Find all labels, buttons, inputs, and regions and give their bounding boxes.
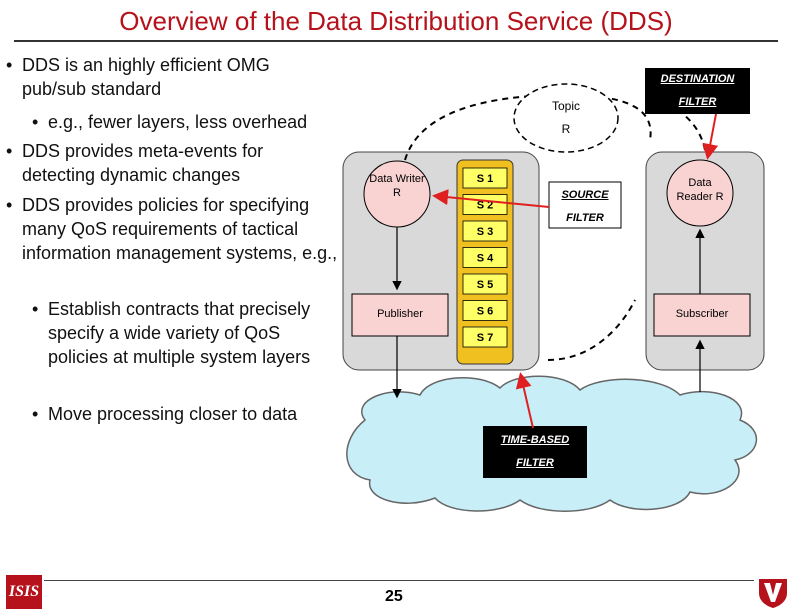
samples-layer: S 1 S 2 S 3 S 4 S 5 S 6 S 7 <box>462 167 508 348</box>
sample-label: S 5 <box>477 279 494 291</box>
destination-filter-line2: FILTER <box>678 96 717 108</box>
sample-label: S 3 <box>477 226 494 238</box>
topic-dashed-arc-bottom <box>547 299 636 361</box>
time-filter-box <box>483 426 587 478</box>
bullet-text: DDS provides policies for specifying man… <box>22 195 338 263</box>
sample-box <box>462 247 508 268</box>
source-filter-box <box>548 181 622 229</box>
sample-label: S 6 <box>477 306 494 318</box>
bullet-text: Move processing closer to data <box>48 404 298 424</box>
source-filter-arrow <box>432 189 550 208</box>
bullet-3: • DDS provides policies for specifying ma… <box>6 193 342 265</box>
destination-filter-box <box>645 68 750 114</box>
data-writer-label: Data Writer R <box>369 173 425 199</box>
publisher-label: Publisher <box>377 308 423 320</box>
bullet-text: DDS provides meta-events for detecting d… <box>22 141 264 185</box>
topic-r-label: R <box>561 122 571 136</box>
sample-label: S 2 <box>477 200 494 212</box>
bullet-text: DDS is an highly efficient OMG pub/sub s… <box>22 55 270 99</box>
data-reader-node <box>666 159 734 227</box>
time-filter-line1: TIME-BASED <box>500 434 570 446</box>
sample-box <box>462 167 508 189</box>
sample-label: S 1 <box>477 173 494 185</box>
bullet-1: • DDS is an highly efficient OMG pub/sub … <box>6 53 332 101</box>
footer-rule <box>44 580 754 581</box>
sample-box <box>462 220 508 242</box>
source-filter-line2: FILTER <box>566 212 604 224</box>
sample-label: S 7 <box>477 332 494 344</box>
topic-node <box>513 83 619 153</box>
time-filter-arrow <box>515 372 534 429</box>
publisher-box <box>351 293 449 337</box>
time-filter-line2: FILTER <box>516 457 554 469</box>
sample-label: S 4 <box>477 253 494 265</box>
bullet-dot: • <box>6 141 13 161</box>
sample-box <box>462 300 508 321</box>
bullet-3-sub-1: • Establish contracts that precisely spec… <box>32 297 338 369</box>
bullet-2: • DDS provides meta-events for detecting … <box>6 139 322 187</box>
bullet-3-sub-2: • Move processing closer to data <box>32 402 348 426</box>
isis-logo-text: ISIS <box>8 583 40 600</box>
sample-box <box>462 273 508 295</box>
bullet-text: e.g., fewer layers, less overhead <box>48 112 308 132</box>
bullet-text: Establish contracts that precisely speci… <box>48 299 311 367</box>
destination-filter-line1: DESTINATION <box>660 73 735 85</box>
source-filter-line1: SOURCE <box>561 189 609 201</box>
subscriber-box <box>653 293 751 337</box>
topic-label: Topic <box>551 99 580 113</box>
bullet-1-sub-1: • e.g., fewer layers, less overhead <box>32 110 348 134</box>
bullet-dot: • <box>32 404 39 424</box>
vanderbilt-logo-icon <box>756 575 790 609</box>
page-number: 25 <box>385 588 403 605</box>
subscriber-label: Subscriber <box>675 308 729 320</box>
bullet-dot: • <box>32 112 39 132</box>
data-reader-label: Data Reader R <box>676 177 724 203</box>
destination-filter-arrow <box>702 113 719 160</box>
isis-logo: ISIS <box>6 575 42 609</box>
sample-box <box>462 326 508 348</box>
bullet-dot: • <box>6 55 13 75</box>
title-rule <box>14 40 778 42</box>
bullet-dot: • <box>32 299 39 319</box>
slide-title: Overview of the Data Distribution Servic… <box>119 6 673 36</box>
bullet-dot: • <box>6 195 13 215</box>
